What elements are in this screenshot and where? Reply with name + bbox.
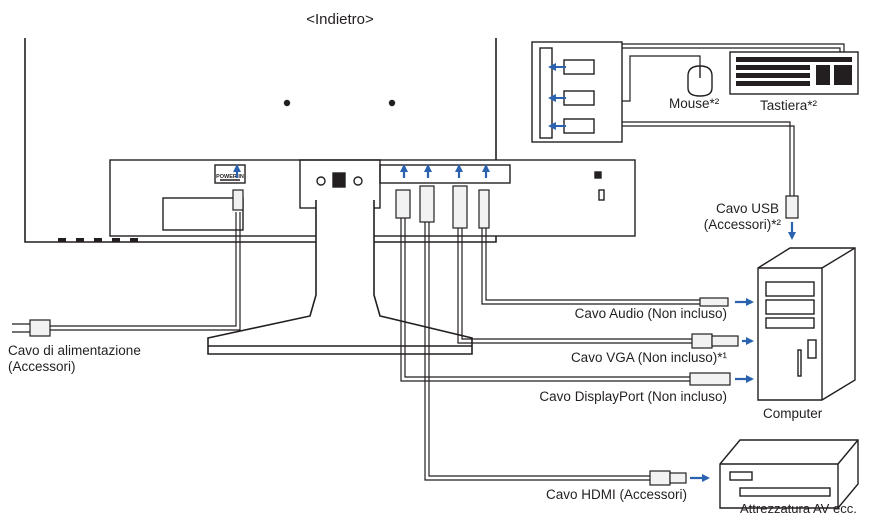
monitor-back	[24, 38, 497, 243]
usb-hub-panel	[531, 41, 623, 143]
usb-cable-label: Cavo USB	[715, 201, 779, 216]
power-port-label: POWER IN	[216, 174, 244, 180]
keyboard-icon	[729, 51, 859, 95]
cable-end-connectors	[649, 195, 799, 486]
av-equipment-label: Attrezzatura AV ecc.	[740, 501, 857, 516]
av-equipment-icon	[719, 439, 859, 509]
audio-cable-label: Cavo Audio (Non incluso)	[574, 306, 727, 321]
vga-cable-label: Cavo VGA (Non incluso)*¹	[570, 350, 727, 365]
monitor-stand	[207, 200, 473, 355]
mouse-label: Mouse*²	[669, 96, 720, 111]
view-title: <Indietro>	[306, 11, 374, 28]
power-cable-note: (Accessori)	[8, 359, 76, 374]
output-arrows	[690, 222, 796, 482]
usb-hub-arrows	[548, 63, 566, 130]
power-plug	[12, 319, 51, 337]
displayport-cable-label: Cavo DisplayPort (Non incluso)	[539, 389, 727, 404]
monitor-side-plugs	[232, 185, 490, 229]
cables	[50, 43, 845, 481]
power-cable-label: Cavo di alimentazione	[8, 343, 141, 358]
computer-label: Computer	[763, 406, 823, 421]
computer-icon	[757, 247, 856, 401]
rear-panel	[109, 159, 636, 237]
monitor-port-arrows	[233, 164, 490, 178]
hdmi-cable-label: Cavo HDMI (Accessori)	[545, 487, 687, 502]
usb-cable-note: (Accessori)*²	[703, 217, 781, 232]
keyboard-label: Tastiera*²	[760, 98, 818, 113]
monitor-bottom-controls	[58, 238, 138, 242]
mouse-icon	[687, 65, 713, 97]
